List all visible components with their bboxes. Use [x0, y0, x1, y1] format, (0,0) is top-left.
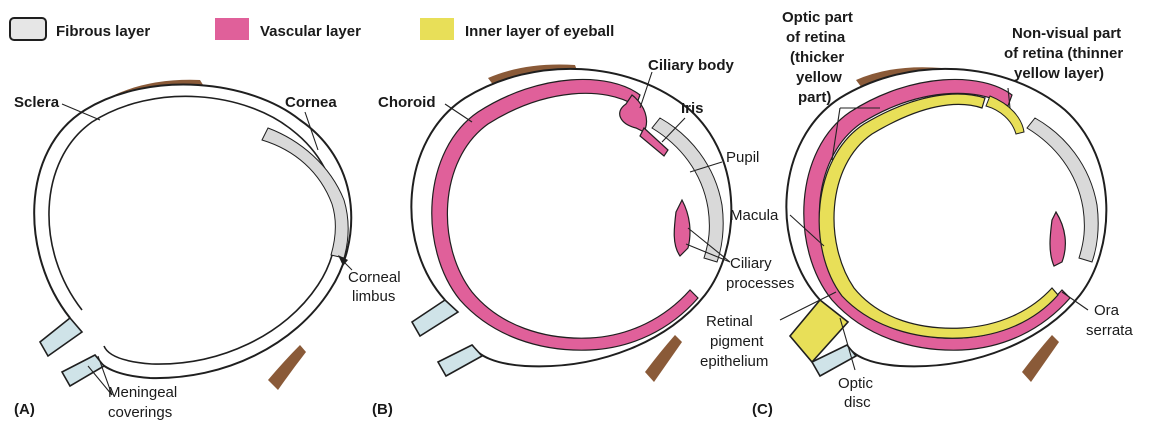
label-optic-part-1: Optic part — [782, 9, 853, 26]
panel-a: Sclera Cornea Corneal limbus Meningeal c… — [14, 80, 401, 421]
label-cornea: Cornea — [285, 94, 337, 111]
label-optic-disc-1: Optic — [838, 375, 874, 392]
meningeal-sheath — [62, 355, 104, 386]
optic-nerve-sheath — [40, 318, 82, 356]
panel-tag-a: (A) — [14, 401, 35, 418]
label-ciliary-processes-1: Ciliary — [730, 255, 772, 272]
label-ora-serrata-2: serrata — [1086, 322, 1133, 339]
label-nonvisual-1: Non-visual part — [1012, 25, 1121, 42]
meningeal-sheath — [438, 345, 482, 376]
panel-c: Optic part of retina (thicker yellow par… — [700, 9, 1133, 418]
label-optic-part-3: (thicker — [790, 49, 844, 66]
label-macula: Macula — [730, 207, 779, 224]
extraocular-muscle-bottom — [1022, 335, 1059, 382]
label-pupil: Pupil — [726, 149, 759, 166]
label-meningeal-2: coverings — [108, 404, 172, 421]
legend-label-fibrous: Fibrous layer — [56, 23, 150, 40]
legend-label-inner: Inner layer of eyeball — [465, 23, 614, 40]
optic-nerve-sheath — [412, 300, 458, 336]
legend-label-vascular: Vascular layer — [260, 23, 361, 40]
legend-swatch-inner — [420, 18, 454, 40]
panel-tag-b: (B) — [372, 401, 393, 418]
label-sclera: Sclera — [14, 94, 60, 111]
label-optic-part-5: part) — [798, 89, 831, 106]
label-meningeal-1: Meningeal — [108, 384, 177, 401]
label-optic-part-4: yellow — [796, 69, 842, 86]
label-retinal-pigment-3: epithelium — [700, 353, 768, 370]
label-optic-disc-2: disc — [844, 394, 871, 411]
legend: Fibrous layer Vascular layer Inner layer… — [10, 18, 614, 40]
label-ciliary-processes-2: processes — [726, 275, 794, 292]
label-ciliary-body: Ciliary body — [648, 57, 735, 74]
label-retinal-pigment-2: pigment — [710, 333, 764, 350]
label-nonvisual-3: yellow layer) — [1014, 65, 1104, 82]
label-choroid: Choroid — [378, 94, 436, 111]
panel-tag-c: (C) — [752, 401, 773, 418]
legend-swatch-vascular — [215, 18, 249, 40]
label-iris: Iris — [681, 100, 704, 117]
label-ora-serrata-1: Ora — [1094, 302, 1120, 319]
legend-swatch-fibrous — [10, 18, 46, 40]
label-optic-part-2: of retina — [786, 29, 846, 46]
label-retinal-pigment-1: Retinal — [706, 313, 753, 330]
extraocular-muscle-bottom — [268, 345, 306, 390]
label-corneal-limbus-1: Corneal — [348, 269, 401, 286]
label-nonvisual-2: of retina (thinner — [1004, 45, 1123, 62]
label-corneal-limbus-2: limbus — [352, 288, 395, 305]
extraocular-muscle-bottom — [645, 335, 682, 382]
sclera-outer-wall — [34, 85, 351, 379]
